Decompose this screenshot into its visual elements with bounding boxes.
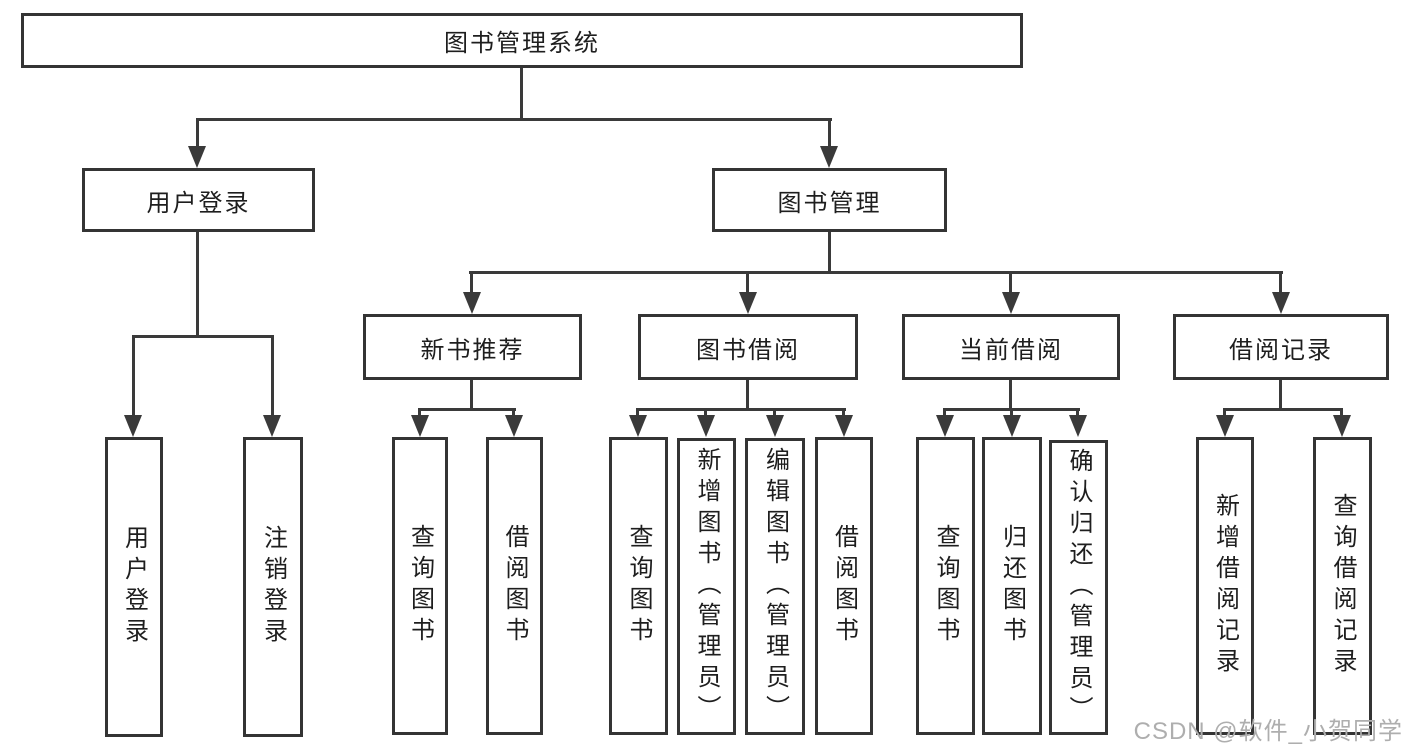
connector-borrow-branch [636, 408, 846, 411]
connector-drop-rec-borrow [512, 408, 515, 418]
leaf-user-login: 用户登录 [105, 437, 163, 737]
arrowhead-current [1002, 292, 1020, 314]
connector-root-stub [520, 68, 523, 121]
leaf-logout: 注销登录 [243, 437, 303, 737]
connector-drop-current [1009, 271, 1012, 296]
csdn-watermark: CSDN @软件_小贺同学 [1133, 718, 1403, 745]
connector-drop-login-user [132, 335, 135, 417]
arrowhead-current-confirm [1069, 415, 1087, 437]
connector-drop-current-confirm [1076, 408, 1079, 418]
connector-mgmt-branch [469, 271, 1283, 274]
node-book-management: 图书管理 [712, 168, 947, 232]
node-new-book-recommend: 新书推荐 [363, 314, 582, 380]
leaf-borrow-add-books-admin-label: 新增图书（管理员） [693, 447, 720, 726]
leaf-borrow-add-books-admin: 新增图书（管理员） [677, 438, 736, 735]
arrowhead-mgmt [820, 146, 838, 168]
connector-login-stub [196, 232, 199, 338]
arrowhead-rec-query [411, 415, 429, 437]
connector-login-branch [132, 335, 274, 338]
node-library-system-label: 图书管理系统 [444, 30, 600, 57]
leaf-rec-borrow-books: 借阅图书 [486, 437, 543, 735]
arrowhead-borrow-query [629, 415, 647, 437]
connector-drop-login [196, 118, 199, 152]
connector-mgmt-stub [828, 232, 831, 274]
connector-drop-rec [470, 271, 473, 296]
arrowhead-borrow [739, 292, 757, 314]
connector-drop-mgmt [828, 118, 831, 152]
node-borrowing-records-label: 借阅记录 [1229, 336, 1333, 364]
leaf-borrow-query-books: 查询图书 [609, 437, 668, 735]
leaf-borrow-borrow-books: 借阅图书 [815, 437, 873, 735]
node-book-borrowing-label: 图书借阅 [696, 336, 800, 364]
leaf-record-query-borrow-record-label: 查询借阅记录 [1329, 493, 1356, 679]
leaf-current-confirm-return-admin: 确认归还（管理员） [1049, 440, 1108, 735]
arrowhead-current-query [936, 415, 954, 437]
leaf-rec-borrow-books-label: 借阅图书 [501, 524, 528, 648]
leaf-borrow-query-books-label: 查询图书 [625, 524, 652, 648]
leaf-current-query-books: 查询图书 [916, 437, 975, 735]
connector-drop-record [1279, 271, 1282, 296]
leaf-current-return-books-label: 归还图书 [998, 524, 1026, 648]
connector-drop-borrow [746, 271, 749, 296]
leaf-logout-label: 注销登录 [259, 525, 287, 649]
arrowhead-login-user [124, 415, 142, 437]
connector-drop-borrow-borrow [842, 408, 845, 418]
node-book-management-label: 图书管理 [777, 189, 882, 217]
arrowhead-borrow-borrow [835, 415, 853, 437]
arrowhead-record-query [1333, 415, 1351, 437]
node-new-book-recommend-label: 新书推荐 [420, 336, 525, 364]
connector-drop-rec-query [418, 408, 421, 418]
node-library-system: 图书管理系统 [21, 13, 1023, 68]
arrowhead-current-return [1003, 415, 1021, 437]
node-user-login: 用户登录 [82, 168, 315, 232]
connector-rec-branch [418, 408, 516, 411]
leaf-record-add-borrow-record: 新增借阅记录 [1196, 437, 1254, 735]
leaf-rec-query-books: 查询图书 [392, 437, 448, 735]
connector-rec-stub [470, 380, 473, 411]
node-current-borrowing: 当前借阅 [902, 314, 1120, 380]
node-current-borrowing-label: 当前借阅 [959, 336, 1063, 364]
leaf-current-query-books-label: 查询图书 [932, 524, 959, 648]
leaf-user-login-label: 用户登录 [120, 525, 148, 649]
connector-current-stub [1009, 380, 1012, 411]
arrowhead-borrow-edit [766, 415, 784, 437]
connector-drop-borrow-query [636, 408, 639, 418]
connector-drop-current-query [943, 408, 946, 418]
node-user-login-label: 用户登录 [146, 189, 251, 217]
arrowhead-record-add [1216, 415, 1234, 437]
leaf-borrow-edit-books-admin: 编辑图书（管理员） [745, 438, 805, 735]
arrowhead-borrow-add [697, 415, 715, 437]
leaf-borrow-borrow-books-label: 借阅图书 [830, 524, 858, 648]
connector-drop-record-add [1223, 408, 1226, 418]
connector-drop-borrow-edit [773, 408, 776, 418]
leaf-borrow-edit-books-admin-label: 编辑图书（管理员） [761, 447, 789, 726]
arrowhead-login-logout [263, 415, 281, 437]
arrowhead-rec [463, 292, 481, 314]
connector-root-branch [196, 118, 832, 121]
arrowhead-rec-borrow [505, 415, 523, 437]
leaf-record-query-borrow-record: 查询借阅记录 [1313, 437, 1372, 735]
leaf-record-add-borrow-record-label: 新增借阅记录 [1211, 493, 1239, 679]
leaf-rec-query-books-label: 查询图书 [406, 524, 434, 648]
connector-record-stub [1279, 380, 1282, 411]
leaf-current-confirm-return-admin-label: 确认归还（管理员） [1065, 448, 1092, 727]
connector-drop-borrow-add [704, 408, 707, 418]
arrowhead-login [188, 146, 206, 168]
connector-borrow-stub [746, 380, 749, 411]
connector-drop-login-logout [271, 335, 274, 417]
arrowhead-record [1272, 292, 1290, 314]
node-book-borrowing: 图书借阅 [638, 314, 858, 380]
connector-record-branch [1223, 408, 1343, 411]
connector-drop-current-return [1010, 408, 1013, 418]
leaf-current-return-books: 归还图书 [982, 437, 1042, 735]
connector-drop-record-query [1340, 408, 1343, 418]
node-borrowing-records: 借阅记录 [1173, 314, 1389, 380]
